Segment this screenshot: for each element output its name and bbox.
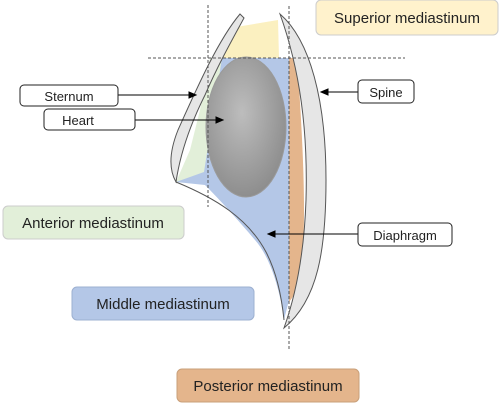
svg-text:Posterior mediastinum: Posterior mediastinum [193, 378, 342, 395]
svg-text:Middle mediastinum: Middle mediastinum [96, 296, 229, 313]
svg-text:Superior mediastinum: Superior mediastinum [334, 10, 480, 27]
superior-mediastinum-label: Superior mediastinum [315, 0, 499, 36]
heart-label: Heart [43, 108, 136, 131]
diaphragm-label: Diaphragm [357, 222, 453, 247]
anterior-mediastinum-label: Anterior mediastinum [2, 205, 185, 240]
posterior-mediastinum-region [289, 58, 304, 302]
posterior-mediastinum-label: Posterior mediastinum [176, 368, 360, 403]
svg-text:Heart: Heart [62, 113, 94, 128]
svg-text:Anterior mediastinum: Anterior mediastinum [22, 215, 164, 232]
spine-label: Spine [357, 79, 415, 104]
sternum-label: Sternum [19, 84, 119, 107]
middle-mediastinum-label: Middle mediastinum [71, 286, 255, 321]
svg-text:Sternum: Sternum [44, 89, 93, 104]
svg-text:Spine: Spine [369, 85, 402, 100]
diaphragm-curve [175, 181, 285, 321]
label-arrows [118, 88, 358, 238]
sternum-bone [170, 13, 245, 184]
heart-shape [205, 56, 287, 198]
spine-bone [278, 12, 327, 330]
svg-text:Diaphragm: Diaphragm [373, 228, 437, 243]
guide-lines [148, 5, 405, 350]
